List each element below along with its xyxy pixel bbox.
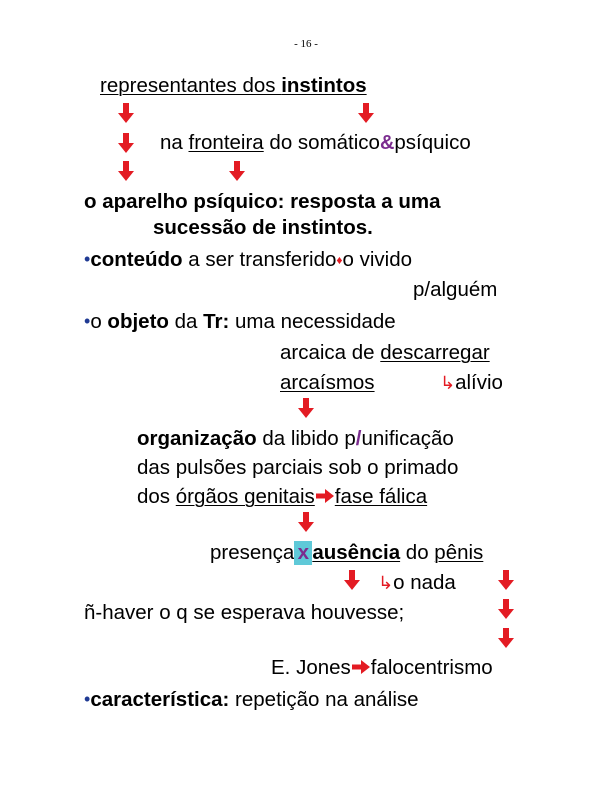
down-arrow-icon	[228, 160, 246, 182]
line-sucessao: sucessão de instintos.	[153, 216, 373, 239]
down-arrow-icon	[497, 627, 515, 649]
line-fronteira: na fronteira do somático&psíquico	[160, 131, 471, 154]
bullet-icon: •	[84, 311, 91, 331]
line-conteudo: •conteúdo a ser transferido♦o vivido	[84, 248, 413, 271]
diamond-marker-icon: ♦	[336, 253, 343, 267]
ampersand-icon: &	[379, 132, 395, 154]
right-arrow-icon	[315, 488, 335, 504]
line-nhaver: ñ-haver o q se esperava houvesse;	[84, 601, 405, 624]
line-representantes: representantes dos instintos	[100, 74, 367, 97]
line-pulsoes: das pulsões parciais sob o primado	[137, 456, 459, 479]
bullet-icon: •	[84, 689, 91, 709]
slash-marker: /	[355, 427, 362, 450]
line-arcaica: arcaica de descarregar	[280, 341, 490, 364]
line-organizacao: organização da libido p/unificação	[137, 427, 454, 450]
line-caracteristica: •característica: repetição na análise	[84, 688, 419, 711]
down-arrow-icon	[297, 511, 315, 533]
down-arrow-icon	[497, 569, 515, 591]
hook-arrow-icon: ↳	[378, 573, 394, 593]
down-arrow-icon	[297, 397, 315, 419]
line-alguem: p/alguém	[413, 278, 498, 301]
down-arrow-icon	[357, 102, 375, 124]
down-arrow-icon	[117, 102, 135, 124]
right-arrow-icon	[351, 659, 371, 675]
page-number: - 16 -	[294, 38, 318, 50]
down-arrow-icon	[117, 160, 135, 182]
line-alivio: ↳alívio	[440, 371, 503, 394]
down-arrow-icon	[497, 598, 515, 620]
bullet-icon: •	[84, 249, 91, 269]
line-nada: ↳o nada	[378, 571, 456, 594]
down-arrow-icon	[343, 569, 361, 591]
x-marker-icon: x	[294, 541, 313, 565]
down-arrow-icon	[117, 132, 135, 154]
line-aparelho: o aparelho psíquico: resposta a uma	[84, 190, 441, 213]
hook-arrow-icon: ↳	[440, 373, 456, 393]
line-arcaismos: arcaísmos	[280, 371, 375, 394]
line-objeto: •o objeto da Tr: uma necessidade	[84, 310, 396, 333]
